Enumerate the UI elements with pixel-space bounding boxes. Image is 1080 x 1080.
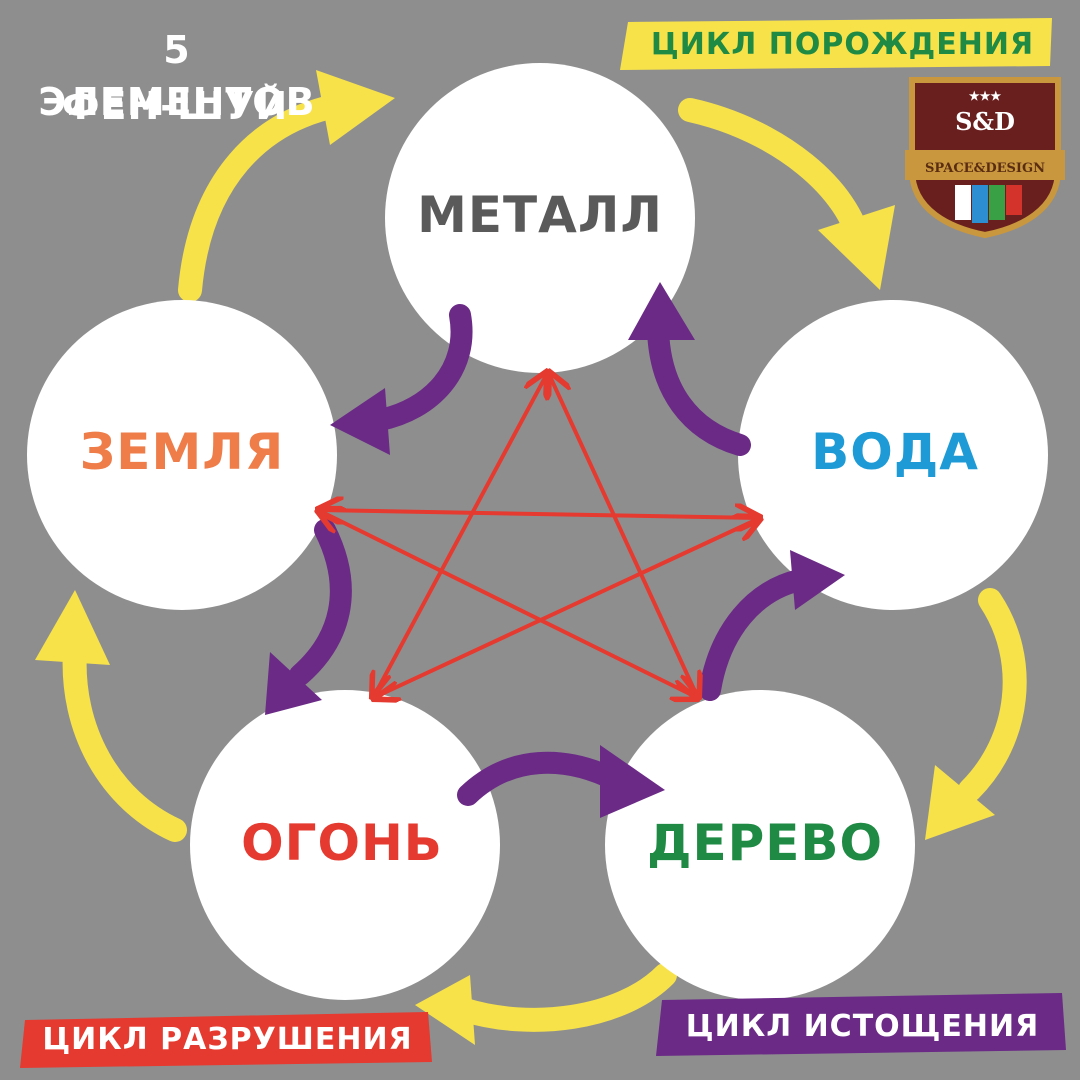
exhaustion-arrow-water-metal [647, 319, 751, 456]
generation-arrow-water-wood [958, 588, 1027, 802]
logo-stripe-red [1006, 185, 1022, 215]
element-label-metal: МЕТАЛЛ [417, 186, 663, 244]
exhaustion-arrowhead-fire-wood [600, 745, 665, 818]
generation-arrow-earth-metal [178, 93, 352, 302]
generation-arrowhead-earth-metal [316, 70, 395, 145]
generation-arrowhead-wood-fire [415, 975, 475, 1045]
generation-arrow-fire-earth [62, 638, 187, 842]
logo-stripe-green [989, 185, 1005, 220]
logo-ribbon [905, 150, 1065, 180]
exhaustion-arrowhead-wood-water [790, 550, 845, 610]
generation-arrowhead-fire-earth [35, 590, 110, 665]
exhaustion-cycle-label: ЦИКЛ ИСТОЩЕНИЯ [685, 1009, 1040, 1044]
element-label-wood: ДЕРЕВО [646, 814, 884, 872]
generation-label-bg [620, 18, 1052, 70]
circle-wood [605, 690, 915, 1000]
element-label-earth: ЗЕМЛЯ [79, 423, 285, 481]
cycle-label-backgrounds [20, 18, 1066, 1068]
generation-arrowhead-water-wood [925, 765, 995, 840]
destruction-line-water-fire [373, 518, 760, 698]
generation-arrows [35, 70, 1027, 1045]
element-label-water: ВОДА [811, 423, 979, 481]
logo-stripe-blue [972, 185, 988, 223]
exhaustion-arrowhead-metal-earth [330, 388, 390, 455]
destruction-cycle-label: ЦИКЛ РАЗРУШЕНИЯ [42, 1022, 413, 1057]
circle-water [738, 300, 1048, 610]
title-line-2: ФЕН-ШУЙ [61, 84, 289, 128]
destruction-line-earth-water [318, 510, 760, 518]
destruction-line-metal-wood [548, 372, 698, 698]
title-line-1: 5 ЭЛЕМЕНТОВ [38, 28, 316, 124]
destruction-label-bg [20, 1012, 432, 1068]
circle-metal [385, 63, 695, 373]
logo-badge: ★★★ S&D SPACE&DESIGN [905, 77, 1065, 239]
logo-monogram: S&D [955, 107, 1015, 136]
exhaustion-label-bg [656, 993, 1066, 1056]
generation-cycle-label: ЦИКЛ ПОРОЖДЕНИЯ [650, 27, 1035, 62]
exhaustion-arrow-wood-water [699, 569, 811, 701]
circle-fire [190, 690, 500, 1000]
element-label-fire: ОГОНЬ [241, 814, 443, 872]
generation-arrowhead-metal-water [818, 205, 895, 290]
exhaustion-arrowhead-water-metal [628, 282, 695, 340]
generation-arrow-wood-fire [453, 963, 677, 1032]
destruction-line-earth-wood [318, 510, 698, 698]
destruction-star [318, 372, 760, 698]
logo-stripe-white [955, 185, 971, 220]
exhaustion-arrow-earth-fire [289, 519, 352, 686]
element-circles [27, 63, 1048, 1000]
circle-earth [27, 300, 337, 610]
logo-stars: ★★★ [969, 89, 1002, 103]
exhaustion-arrowhead-earth-fire [265, 652, 322, 715]
logo-text: SPACE&DESIGN [925, 161, 1045, 176]
exhaustion-arrow-fire-wood [457, 751, 626, 806]
